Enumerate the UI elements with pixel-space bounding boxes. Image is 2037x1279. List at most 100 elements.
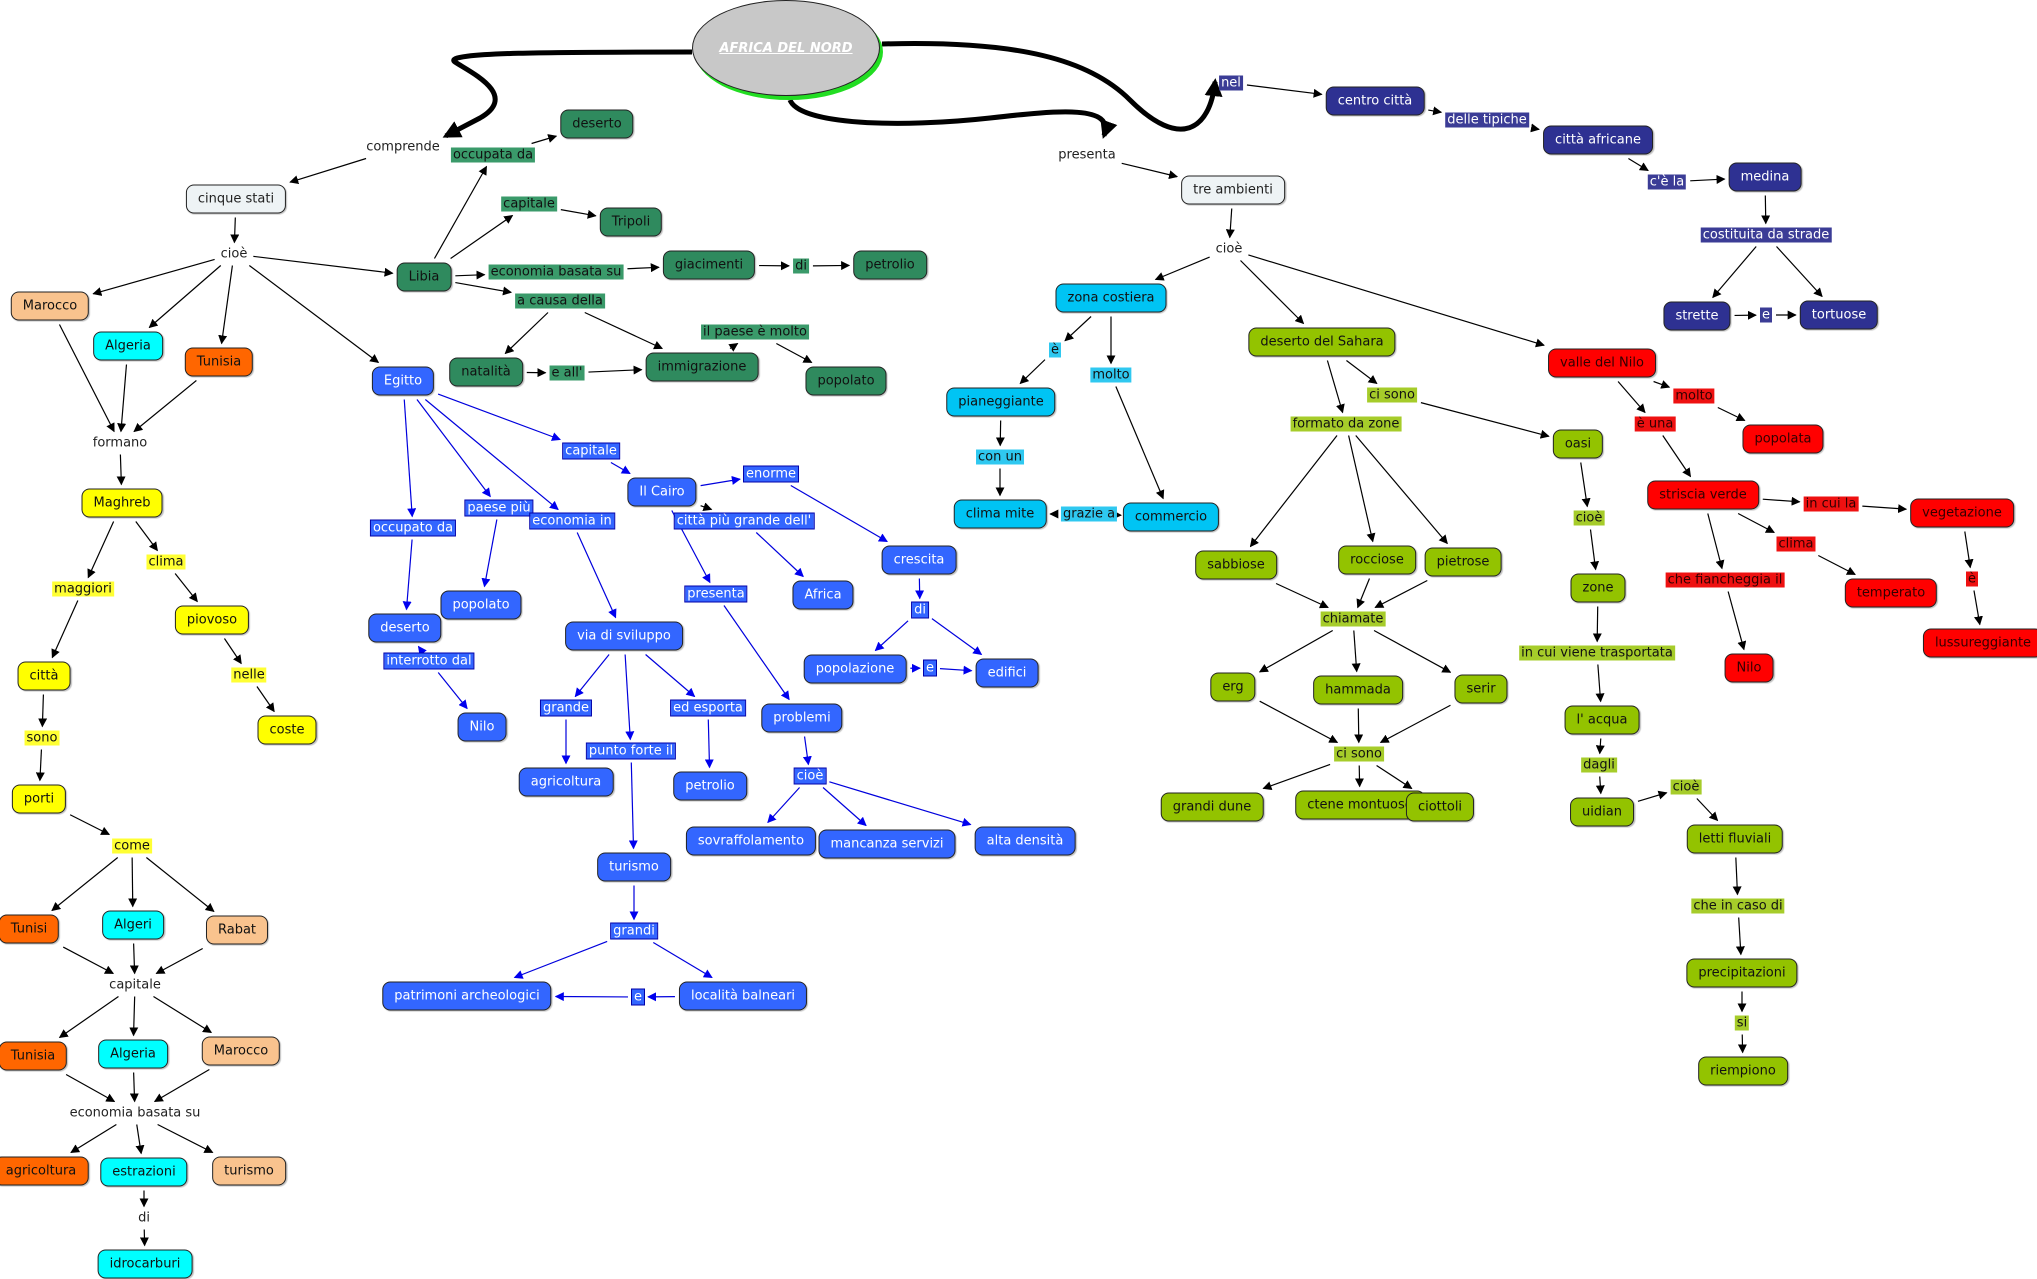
concept-node-commercio[interactable]: commercio — [1122, 502, 1220, 532]
concept-node-piovoso[interactable]: piovoso — [174, 605, 250, 635]
concept-node-tunisi[interactable]: Tunisi — [0, 914, 60, 944]
concept-node-turismo-e[interactable]: turismo — [597, 852, 671, 882]
concept-node-lussureggiante[interactable]: lussureggiante — [1922, 628, 2037, 658]
concept-node-marocco2[interactable]: Marocco — [201, 1036, 281, 1066]
concept-node-pietrose[interactable]: pietrose — [1424, 547, 1502, 577]
concept-node-algeria2[interactable]: Algeria — [98, 1039, 168, 1069]
link-label-cioe-uid: cioè — [1670, 779, 1702, 795]
concept-node-agricoltura-e[interactable]: agricoltura — [518, 767, 614, 797]
concept-node-popolato-e[interactable]: popolato — [440, 590, 522, 620]
concept-node-cinque-stati[interactable]: cinque stati — [185, 184, 287, 214]
concept-node-centro-citta[interactable]: centro città — [1325, 86, 1425, 116]
root-concept-root[interactable]: AFRICA DEL NORD — [692, 0, 880, 96]
concept-node-egitto[interactable]: Egitto — [371, 366, 435, 396]
concept-node-coste[interactable]: coste — [257, 715, 317, 745]
concept-node-libia[interactable]: Libia — [396, 262, 452, 292]
link-label-ce-la: c'è la — [1647, 174, 1687, 190]
concept-node-agricoltura-m[interactable]: agricoltura — [0, 1156, 89, 1186]
connection-arrow-economia-m-to-estrazioni — [135, 1124, 145, 1155]
connection-arrow-cairo-to-citta-piu — [700, 502, 713, 512]
link-label-capitale-e: capitale — [562, 442, 620, 460]
concept-node-petrolio-e[interactable]: petrolio — [673, 771, 747, 801]
concept-node-maghreb[interactable]: Maghreb — [81, 488, 163, 518]
connection-arrow-cioe-amb-to-zona-costiera — [1154, 256, 1210, 281]
concept-node-popolato-l[interactable]: popolato — [805, 366, 887, 396]
connection-arrow-formato-zone-to-rocciose — [1348, 435, 1376, 543]
concept-node-deserto-e[interactable]: deserto — [368, 613, 442, 643]
connection-arrow-economia-l-to-giacimenti — [627, 263, 660, 273]
concept-node-serir[interactable]: serir — [1454, 674, 1508, 704]
concept-node-africa[interactable]: Africa — [792, 580, 854, 610]
concept-node-zona-costiera[interactable]: zona costiera — [1055, 283, 1167, 313]
concept-node-striscia[interactable]: striscia verde — [1647, 480, 1759, 510]
concept-node-acqua[interactable]: l' acqua — [1564, 705, 1640, 735]
concept-node-nilo-n[interactable]: Nilo — [1724, 653, 1774, 683]
link-label-di-m: di — [138, 1210, 150, 1226]
concept-node-temperato[interactable]: temperato — [1844, 578, 1938, 608]
concept-node-localita[interactable]: località balneari — [678, 981, 808, 1011]
concept-node-algeria[interactable]: Algeria — [93, 331, 163, 361]
concept-node-grandi-dune[interactable]: grandi dune — [1160, 792, 1264, 822]
concept-node-marocco[interactable]: Marocco — [10, 291, 90, 321]
concept-node-citta[interactable]: città — [17, 661, 71, 691]
concept-node-patrimoni[interactable]: patrimoni archeologici — [382, 981, 552, 1011]
connection-arrow-cioe-oasi-to-zone — [1589, 529, 1600, 571]
concept-node-cairo[interactable]: Il Cairo — [627, 477, 697, 507]
concept-node-hammada[interactable]: hammada — [1313, 675, 1403, 705]
concept-node-zone[interactable]: zone — [1570, 573, 1626, 603]
concept-node-precipitazioni[interactable]: precipitazioni — [1686, 958, 1798, 988]
concept-node-via-sviluppo[interactable]: via di sviluppo — [565, 621, 683, 651]
concept-node-popolata[interactable]: popolata — [1742, 424, 1824, 454]
connection-arrow-egitto-to-occupato-da — [403, 399, 417, 518]
concept-node-erg[interactable]: erg — [1210, 672, 1256, 702]
concept-node-citta-africane[interactable]: città africane — [1543, 125, 1653, 155]
concept-node-giacimenti[interactable]: giacimenti — [662, 250, 756, 280]
concept-node-medina[interactable]: medina — [1728, 162, 1802, 192]
concept-node-alta-densita[interactable]: alta densità — [974, 826, 1076, 856]
concept-node-pianeggiante[interactable]: pianeggiante — [946, 387, 1056, 417]
concept-node-strette[interactable]: strette — [1663, 301, 1731, 331]
concept-node-turismo-m[interactable]: turismo — [212, 1156, 286, 1186]
concept-node-deserto-l[interactable]: deserto — [560, 109, 634, 139]
concept-node-porti[interactable]: porti — [11, 784, 67, 814]
concept-node-tripoli[interactable]: Tripoli — [599, 207, 663, 237]
concept-node-sahara[interactable]: deserto del Sahara — [1248, 327, 1396, 357]
concept-node-rocciose[interactable]: rocciose — [1338, 545, 1416, 575]
concept-node-immigrazione[interactable]: immigrazione — [645, 352, 759, 382]
connection-arrow-striscia-to-in-cui-la — [1762, 496, 1801, 506]
concept-node-tunisia2[interactable]: Tunisia — [0, 1041, 68, 1071]
link-label-formano: formano — [92, 435, 148, 451]
link-label-cioe-amb: cioè — [1215, 241, 1243, 257]
concept-node-natalita[interactable]: natalità — [449, 357, 523, 387]
concept-node-valle-nilo[interactable]: valle del Nilo — [1548, 348, 1656, 378]
concept-node-tortuose[interactable]: tortuose — [1799, 300, 1879, 330]
concept-node-petrolio-l[interactable]: petrolio — [853, 250, 927, 280]
concept-node-popolazione[interactable]: popolazione — [803, 654, 907, 684]
concept-node-clima-mite[interactable]: clima mite — [953, 499, 1047, 529]
concept-node-estrazioni[interactable]: estrazioni — [100, 1157, 188, 1187]
concept-node-problemi[interactable]: problemi — [761, 703, 843, 733]
concept-node-vegetazione[interactable]: vegetazione — [1910, 498, 2014, 528]
concept-node-tre-ambienti[interactable]: tre ambienti — [1181, 175, 1285, 205]
concept-node-edifici[interactable]: edifici — [975, 658, 1039, 688]
concept-node-crescita[interactable]: crescita — [881, 545, 957, 575]
concept-node-riempiono[interactable]: riempiono — [1698, 1056, 1788, 1086]
concept-node-sovraffolamento[interactable]: sovraffolamento — [685, 826, 817, 856]
connection-arrow-capitale-m-to-algeria2 — [129, 996, 139, 1037]
concept-node-algeri[interactable]: Algeri — [102, 910, 164, 940]
link-label-ci-sono1: ci sono — [1367, 387, 1417, 403]
concept-node-letti[interactable]: letti fluviali — [1686, 824, 1784, 854]
concept-node-sabbiose[interactable]: sabbiose — [1195, 550, 1277, 580]
connection-arrow-cioe-e-to-mancanza — [822, 787, 867, 827]
concept-node-uidian[interactable]: uidian — [1570, 797, 1634, 827]
concept-node-ciottoli[interactable]: ciottoli — [1405, 792, 1475, 822]
concept-node-mancanza[interactable]: mancanza servizi — [818, 829, 956, 859]
concept-node-oasi[interactable]: oasi — [1552, 429, 1604, 459]
concept-node-nilo-e[interactable]: Nilo — [457, 712, 507, 742]
concept-node-ctene[interactable]: ctene montuose — [1295, 790, 1425, 820]
concept-node-idrocarburi[interactable]: idrocarburi — [97, 1249, 193, 1279]
link-label-capitale-m: capitale — [109, 977, 161, 993]
concept-node-tunisia[interactable]: Tunisia — [184, 347, 254, 377]
connection-arrow-egitto-to-economia-in — [424, 399, 559, 511]
concept-node-rabat[interactable]: Rabat — [205, 915, 269, 945]
